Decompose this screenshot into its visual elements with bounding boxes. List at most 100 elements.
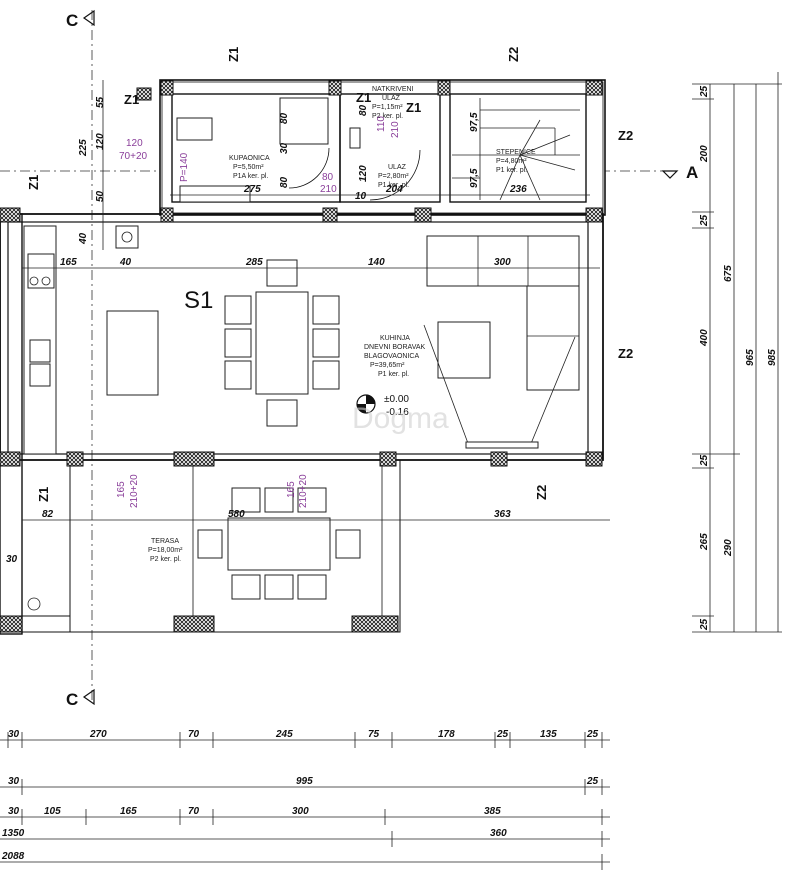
zone-label: Z2 — [618, 346, 633, 361]
dim-text: 290 — [723, 539, 734, 557]
dim-text: 580 — [228, 509, 245, 520]
dim-text: 30 — [8, 776, 20, 787]
dim-text: 30 — [8, 806, 20, 817]
dim-text: 285 — [245, 257, 263, 268]
dim-text: 97,5 — [469, 112, 480, 132]
dim-text: 40 — [78, 232, 89, 245]
kitchen-island — [106, 310, 159, 396]
room-area-bathroom: P=5,50m² — [233, 164, 264, 171]
dim-text: 97,5 — [469, 168, 480, 188]
section-label-c-top: C — [66, 11, 78, 30]
section-marker-c-bottom: C — [66, 688, 95, 709]
room-area-stairs: P=4,80m² — [496, 158, 527, 165]
dim-text: 120 — [95, 133, 106, 150]
dim-text: 995 — [296, 776, 313, 787]
dim-text: 25 — [586, 776, 599, 787]
zone-labels: Z1 Z1 Z1 Z1 Z2 Z2 Z2 Z2 Z1 Z1 — [26, 47, 633, 502]
bathroom-fixtures — [176, 97, 421, 203]
dim-text: 135 — [540, 729, 557, 740]
coffee-table — [437, 321, 491, 379]
dim-text: 985 — [767, 349, 778, 366]
dim-text: 10 — [355, 191, 367, 202]
dim-text: 30 — [279, 142, 290, 154]
inner-dims: 275 204 236 10 97,5 97,5 120 80 30 80 80… — [6, 96, 527, 565]
room-name-terrace: TERASA — [151, 538, 179, 545]
terrace-furniture — [27, 487, 361, 611]
room-floor-living: P1 ker. pl. — [378, 371, 409, 378]
zone-label: Z2 — [506, 47, 521, 62]
sofa — [426, 235, 580, 287]
zone-label: Z1 — [406, 100, 421, 115]
room-name3-living: BLAGOVAONICA — [364, 353, 419, 360]
watermark: Dogma — [352, 402, 449, 435]
dim-text: 265 — [699, 533, 710, 551]
dim-text: 25 — [586, 729, 599, 740]
opening-label: 165 — [286, 481, 297, 498]
room-name-bathroom: KUPAONICA — [229, 155, 270, 162]
opening-labels: 120 70+20 P=140 80 210 110 210 165 210+2… — [116, 116, 401, 508]
opening-label: 165 — [116, 481, 127, 498]
dim-text: 225 — [78, 139, 89, 157]
zone-label: Z2 — [618, 128, 633, 143]
opening-label: 210 — [320, 184, 337, 195]
zone-label: Z1 — [356, 90, 371, 105]
level-bottom: -0.16 — [386, 407, 409, 418]
dim-text: 400 — [699, 329, 710, 347]
tv-unit — [465, 441, 539, 449]
dim-text: 55 — [95, 96, 106, 108]
living-furniture — [23, 225, 580, 455]
zone-label: Z1 — [226, 47, 241, 62]
opening-label: 70+20 — [119, 151, 148, 162]
zone-label: Z1 — [26, 175, 41, 190]
room-floor-bathroom: P1A ker. pl. — [233, 173, 268, 180]
room-name-entrance: NATKRIVENI — [372, 86, 414, 93]
dim-text: 70 — [188, 729, 200, 740]
dim-text: 80 — [279, 176, 290, 188]
room-floor-entrance: P2 ker. pl. — [372, 113, 403, 120]
dim-text: 204 — [385, 184, 403, 195]
room-name-hall: ULAZ — [388, 164, 407, 171]
dim-text: 245 — [275, 729, 293, 740]
dim-text: 80 — [358, 104, 369, 116]
opening-label: P=140 — [179, 152, 190, 182]
dim-text: 140 — [368, 257, 385, 268]
right-dims: 25 200 25 400 25 265 25 675 290 965 985 — [692, 72, 782, 633]
dim-text: 30 — [8, 729, 20, 740]
dim-text: 2088 — [1, 851, 25, 862]
dim-text: 25 — [699, 214, 710, 227]
room-floor-hall: P1 ker. pl. — [378, 182, 409, 189]
dim-text: 165 — [60, 257, 77, 268]
dim-text: 675 — [723, 265, 734, 282]
dim-text: 40 — [119, 257, 132, 268]
dim-text: 25 — [496, 729, 509, 740]
opening-label: 80 — [322, 172, 334, 183]
staircase — [452, 98, 580, 201]
inner-dim-lines — [22, 80, 610, 521]
dim-text: 105 — [44, 806, 61, 817]
level-marker: ±0.00 -0.16 — [356, 394, 409, 418]
zone-label: Z1 — [124, 92, 139, 107]
section-label-c-bottom: C — [66, 690, 78, 709]
dim-text: 385 — [484, 806, 501, 817]
opening-label: 210+20 — [129, 474, 140, 508]
section-marker-c-top: C — [66, 9, 95, 30]
room-area-terrace: P=18,00m² — [148, 547, 183, 554]
bath-sink — [179, 185, 251, 203]
dim-text: 25 — [699, 85, 710, 98]
dim-text: 75 — [368, 729, 380, 740]
room-name-stairs: STEPENICE — [496, 149, 536, 156]
zone-label: Z1 — [36, 487, 51, 502]
room-name-living: KUHINJA — [380, 335, 410, 342]
room-floor-terrace: P2 ker. pl. — [150, 556, 181, 563]
dim-text: 270 — [89, 729, 107, 740]
dim-text: 275 — [243, 184, 261, 195]
section-marker-a: A — [661, 163, 698, 182]
dining-table — [255, 291, 309, 395]
dim-text: 300 — [494, 257, 511, 268]
opening-label: 210 — [390, 121, 401, 138]
dim-text: 120 — [358, 165, 369, 182]
dim-text: 1350 — [2, 828, 25, 839]
terrace-table — [227, 517, 331, 571]
dim-text: 25 — [699, 618, 710, 631]
opening-label: 120 — [126, 138, 143, 149]
